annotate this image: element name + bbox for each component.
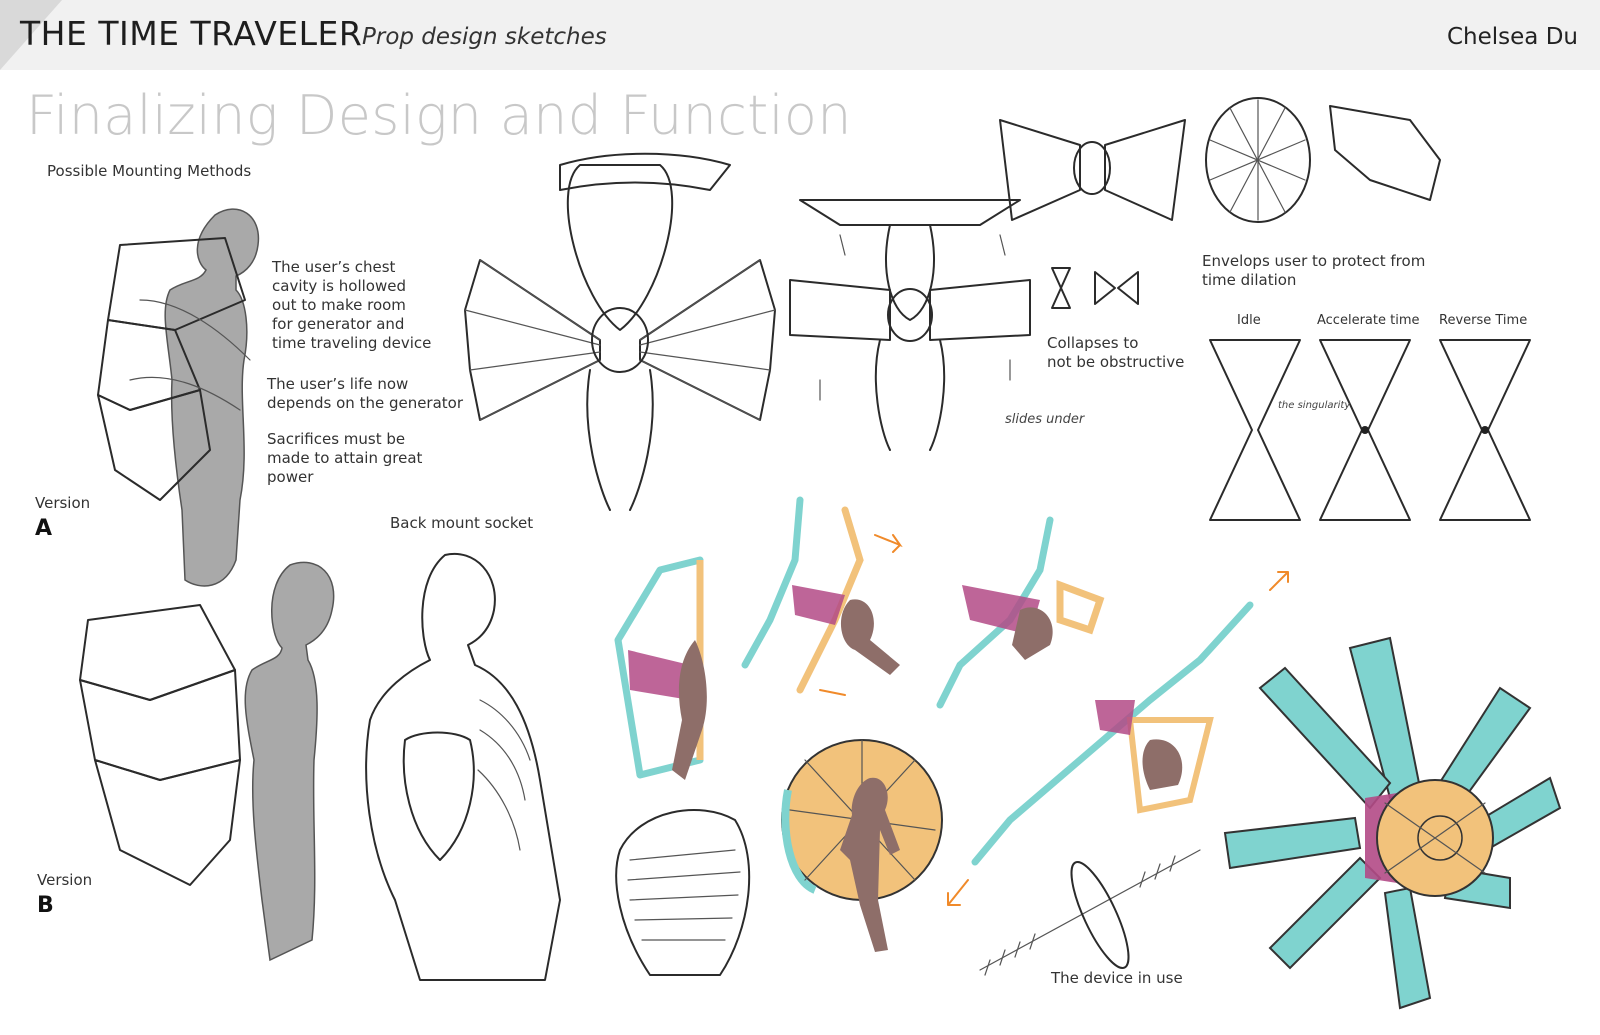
collapsed-wings-sketch — [789, 199, 1031, 451]
colored-flight-1 — [614, 556, 707, 780]
back-mount-sketch — [365, 552, 561, 981]
colored-flight-4 — [971, 601, 1254, 866]
thumbnail-bowtie — [999, 119, 1186, 221]
colored-disc-figure — [781, 739, 943, 952]
thumbnail-disc — [1205, 97, 1311, 223]
label-idle: Idle — [1237, 313, 1261, 328]
page-heading: Finalizing Design and Function — [26, 84, 852, 147]
label-chest: The user’s chest cavity is hollowed out … — [272, 258, 432, 352]
label-version-b: Version — [37, 871, 93, 889]
header-author: Chelsea Du — [1446, 24, 1578, 50]
label-back-mount: Back mount socket — [390, 514, 534, 532]
label-mounting: Possible Mounting Methods — [47, 162, 252, 180]
wing-a-lower — [97, 389, 211, 501]
corner-accent — [0, 0, 62, 70]
label-reverse: Reverse Time — [1439, 313, 1528, 328]
header-subtitle: Prop design sketches — [362, 24, 607, 50]
label-sacrifice: Sacrifices must be made to attain great … — [267, 430, 423, 486]
orange-arrows — [819, 534, 1289, 906]
colored-flight-2 — [741, 496, 900, 694]
label-version-a: Version — [35, 494, 91, 512]
header-title: THE TIME TRAVELER — [20, 14, 363, 53]
idle-sketch — [1209, 339, 1301, 521]
label-version-a-letter: A — [35, 516, 53, 541]
version-a-sketch — [97, 208, 260, 587]
colored-flower-device — [1223, 636, 1562, 1010]
label-device-in-use: The device in use — [1051, 969, 1183, 987]
wing-a-upper — [107, 237, 246, 331]
device-in-use-sketch — [979, 849, 1201, 976]
version-b-sketch — [79, 561, 335, 962]
colored-flight-3 — [936, 516, 1105, 709]
ribcage-sketch — [615, 809, 751, 976]
label-collapses: Collapses to not be obstructive — [1047, 334, 1185, 371]
reverse-sketch — [1439, 339, 1531, 521]
label-envelops: Envelops user to protect from time dilat… — [1202, 252, 1426, 289]
label-singularity: the singularity — [1278, 400, 1351, 411]
label-life: The user’s life now depends on the gener… — [267, 375, 464, 412]
radial-wings-sketch — [464, 152, 776, 511]
label-version-b-letter: B — [37, 893, 54, 918]
label-slides: slides under — [1005, 412, 1085, 427]
thumbnail-panel — [1329, 105, 1441, 201]
wing-a-struts — [129, 299, 251, 411]
label-accelerate: Accelerate time — [1317, 313, 1420, 328]
accelerate-sketch — [1319, 339, 1411, 521]
figure-a-body — [164, 208, 260, 587]
header-bar: THE TIME TRAVELER Prop design sketches C… — [0, 0, 1600, 70]
hourglass-icon — [1051, 267, 1139, 309]
